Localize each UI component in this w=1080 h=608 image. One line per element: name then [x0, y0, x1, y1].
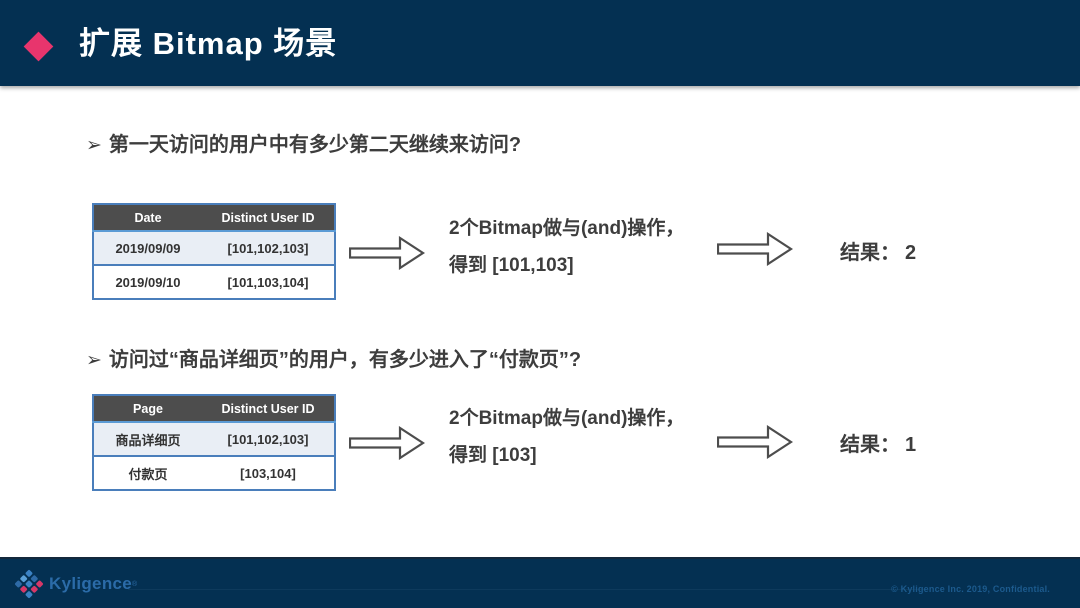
slide-footer: Kyligence® © Kyligence Inc. 2019, Confid… [0, 557, 1080, 608]
result-1-value: 2 [905, 242, 917, 264]
page-title: 扩展 Bitmap 场景 [79, 26, 338, 61]
operation-1-line2: 得到 [101,103] [449, 255, 574, 276]
question-2: ➢ 访问过“商品详细页”的用户，有多少进入了“付款页”? [86, 343, 581, 372]
slide-header: 扩展 Bitmap 场景 [0, 0, 1080, 86]
table-row: 付款页 [103,104] [93, 456, 335, 490]
table-cell-users-1: [101,102,103] [201, 421, 335, 457]
operation-2-line2: 得到 [103] [449, 445, 537, 466]
table-header-userid: Distinct User ID [201, 395, 335, 422]
result-2-label: 结果： [840, 434, 900, 456]
right-arrow-icon [717, 425, 793, 459]
table-row: 2019/09/10 [101,103,104] [93, 265, 335, 299]
table-row: 2019/09/09 [101,102,103] [93, 230, 335, 266]
table-cell-page-2: 付款页 [93, 456, 202, 490]
table-cell-date-1: 2019/09/09 [93, 230, 202, 266]
operation-1-line1: 2个Bitmap做与(and)操作， [449, 218, 685, 239]
page-userid-table: Page Distinct User ID 商品详细页 [101,102,103… [92, 394, 336, 491]
table-cell-users-2: [101,103,104] [201, 265, 335, 299]
table-cell-users-1: [101,102,103] [201, 230, 335, 266]
kyligence-logo-icon [14, 569, 44, 599]
right-arrow-icon [717, 232, 793, 266]
question-bullet-icon: ➢ [86, 350, 102, 371]
table-header-row: Date Distinct User ID [93, 204, 335, 231]
date-userid-table: Date Distinct User ID 2019/09/09 [101,10… [92, 203, 336, 300]
result-2: 结果：1 [840, 428, 916, 457]
registered-mark: ® [132, 580, 138, 588]
result-1-label: 结果： [840, 242, 900, 264]
operation-2-line1: 2个Bitmap做与(and)操作， [449, 408, 685, 429]
table-cell-users-2: [103,104] [201, 456, 335, 490]
diamond-bullet-icon [23, 31, 54, 62]
kyligence-logo-text: Kyligence [49, 574, 133, 593]
question-1-text: 第一天访问的用户中有多少第二天继续来访问? [108, 134, 522, 156]
table-cell-date-2: 2019/09/10 [93, 265, 202, 299]
operation-text-2: 2个Bitmap做与(and)操作， 得到 [103] [449, 400, 684, 474]
question-1: ➢ 第一天访问的用户中有多少第二天继续来访问? [86, 128, 521, 157]
kyligence-logo: Kyligence® [14, 566, 137, 602]
question-bullet-icon: ➢ [86, 135, 102, 156]
question-2-text: 访问过“商品详细页”的用户，有多少进入了“付款页”? [108, 349, 582, 371]
result-2-value: 1 [905, 434, 917, 456]
table-header-userid: Distinct User ID [201, 204, 335, 231]
table-cell-page-1: 商品详细页 [93, 421, 202, 457]
footer-divider-line [128, 589, 925, 590]
right-arrow-icon [349, 426, 425, 460]
table-header-date: Date [93, 204, 202, 231]
operation-text-1: 2个Bitmap做与(and)操作， 得到 [101,103] [449, 210, 684, 284]
table-header-row: Page Distinct User ID [93, 395, 335, 422]
right-arrow-icon [349, 236, 425, 270]
copyright-text: © Kyligence Inc. 2019, Confidential. [891, 584, 1050, 594]
table-row: 商品详细页 [101,102,103] [93, 421, 335, 457]
result-1: 结果：2 [840, 236, 916, 265]
table-header-page: Page [93, 395, 202, 422]
